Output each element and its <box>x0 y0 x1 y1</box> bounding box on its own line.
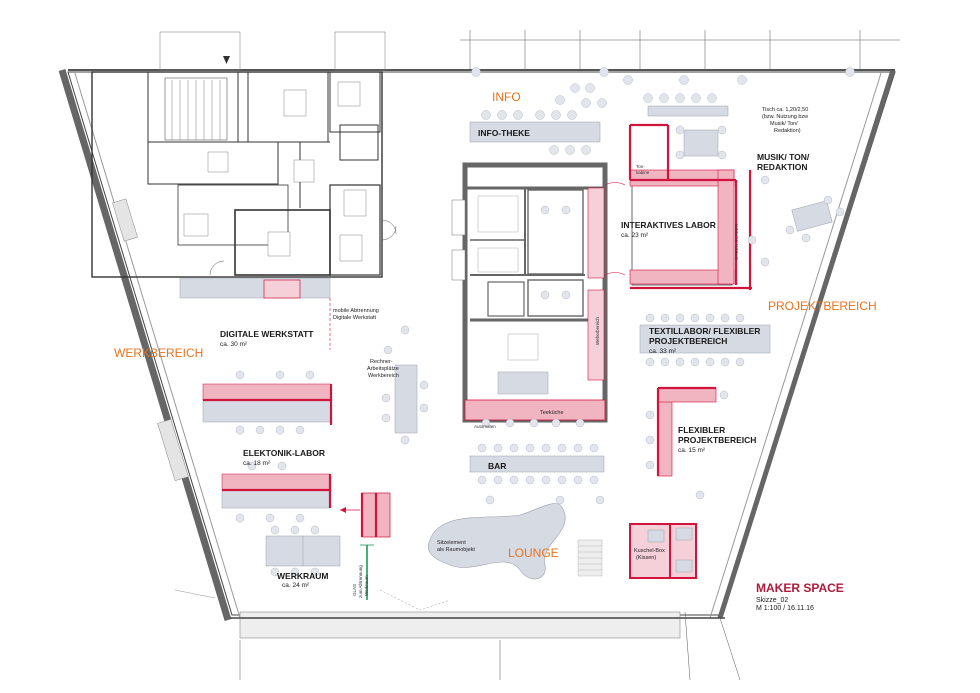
room-interaktives-labor-area: ca. 23 m² <box>621 232 649 239</box>
room-textillabor-line1: TEXTILLABOR/ FLEXIBLER <box>649 326 760 336</box>
note-tisch-4: Redaktion) <box>774 128 801 134</box>
note-automaten: Automaten <box>474 424 496 429</box>
note-tisch-2: (bzw. Nutzung bzw <box>762 114 808 120</box>
note-sitzelement-1: Sitzelement <box>437 540 466 546</box>
service-block <box>91 56 397 278</box>
room-info-theke: INFO-THEKE <box>478 128 530 138</box>
note-glas-1: GLAS <box>352 584 357 596</box>
corridor-pink-box <box>263 279 301 299</box>
note-teekueche: Teeküche <box>540 410 564 416</box>
room-flexibler-line2: PROJEKTBEREICH <box>678 435 756 445</box>
room-elektronik-labor: ELEKTONIK-LABOR <box>243 448 325 458</box>
room-textillabor-line2: PROJEKTBEREICH <box>649 336 727 346</box>
room-digitale-werkstatt-area: ca. 30 m² <box>220 341 248 348</box>
title-subtitle: Skizze_02 <box>756 597 788 604</box>
musik-table <box>747 175 845 267</box>
title-maker-space: MAKER SPACE <box>756 581 844 595</box>
room-interaktives-labor: INTERAKTIVES LABOR <box>621 220 716 230</box>
rechner-arbeitsplaetze <box>381 325 429 445</box>
left-wall-columns <box>112 198 189 482</box>
room-bar: BAR <box>488 461 506 471</box>
note-mobile-1: mobile Abtrennung <box>333 308 379 314</box>
note-rechner-2: Arbeitsplätze <box>367 366 399 372</box>
zone-info: INFO <box>492 90 521 104</box>
room-textillabor-area: ca. 33 m² <box>649 348 677 355</box>
lounge-seating <box>427 503 603 580</box>
note-glas-3: Werkraum <box>364 575 369 596</box>
note-rechner-1: Rechner- <box>370 359 393 365</box>
corridor-strip <box>179 277 331 299</box>
zone-werkbereich: WERKBEREICH <box>114 346 203 360</box>
textillabor-area <box>639 313 771 367</box>
room-musik-line1: MUSIK/ TON/ <box>757 152 810 162</box>
room-digitale-werkstatt: DIGITALE WERKSTATT <box>220 329 314 339</box>
note-kuschel-1: Kuschel-Box <box>634 548 665 554</box>
werkbereich-tables <box>202 298 333 523</box>
room-musik-line2: REDAKTION <box>757 162 808 172</box>
note-weberbereich: Weberbereich <box>595 317 600 345</box>
room-werkraum: WERKRAUM <box>277 571 328 581</box>
room-flexibler-line1: FLEXIBLER <box>678 425 725 435</box>
note-glas-2: zum Abtrennung <box>358 565 363 598</box>
kuschel-box <box>629 523 697 579</box>
note-ton-1: Ton- <box>636 164 645 169</box>
note-tisch-3: Musik/ Ton/ <box>770 121 798 127</box>
zone-projektbereich: PROJEKTBEREICH <box>768 299 877 313</box>
note-kuschel-2: (Kissen) <box>636 555 656 561</box>
note-ton-2: kabine <box>636 170 650 175</box>
flexibler-projektbereich <box>645 386 729 477</box>
interaktives-labor-room <box>604 123 752 290</box>
room-flexibler-area: ca. 15 m² <box>678 447 706 454</box>
note-green-screen: GREEN SCREEN <box>734 224 739 260</box>
note-mobile-2: Digitale Werkstatt <box>333 315 376 321</box>
title-scale: M 1:100 / 16.11.16 <box>756 605 814 612</box>
room-elektronik-labor-area: ca. 18 m² <box>243 460 271 467</box>
note-rechner-3: Werkbereich <box>368 373 399 379</box>
bar-area <box>469 418 705 505</box>
werkraum-area <box>265 492 391 600</box>
note-sitzelement-2: als Raumobjekt <box>437 547 475 553</box>
note-tisch-1: Tisch ca. 1,20/2,50 <box>762 107 808 113</box>
room-werkraum-area: ca. 24 m² <box>282 582 310 589</box>
info-area <box>469 67 855 155</box>
zone-lounge: LOUNGE <box>508 546 559 560</box>
